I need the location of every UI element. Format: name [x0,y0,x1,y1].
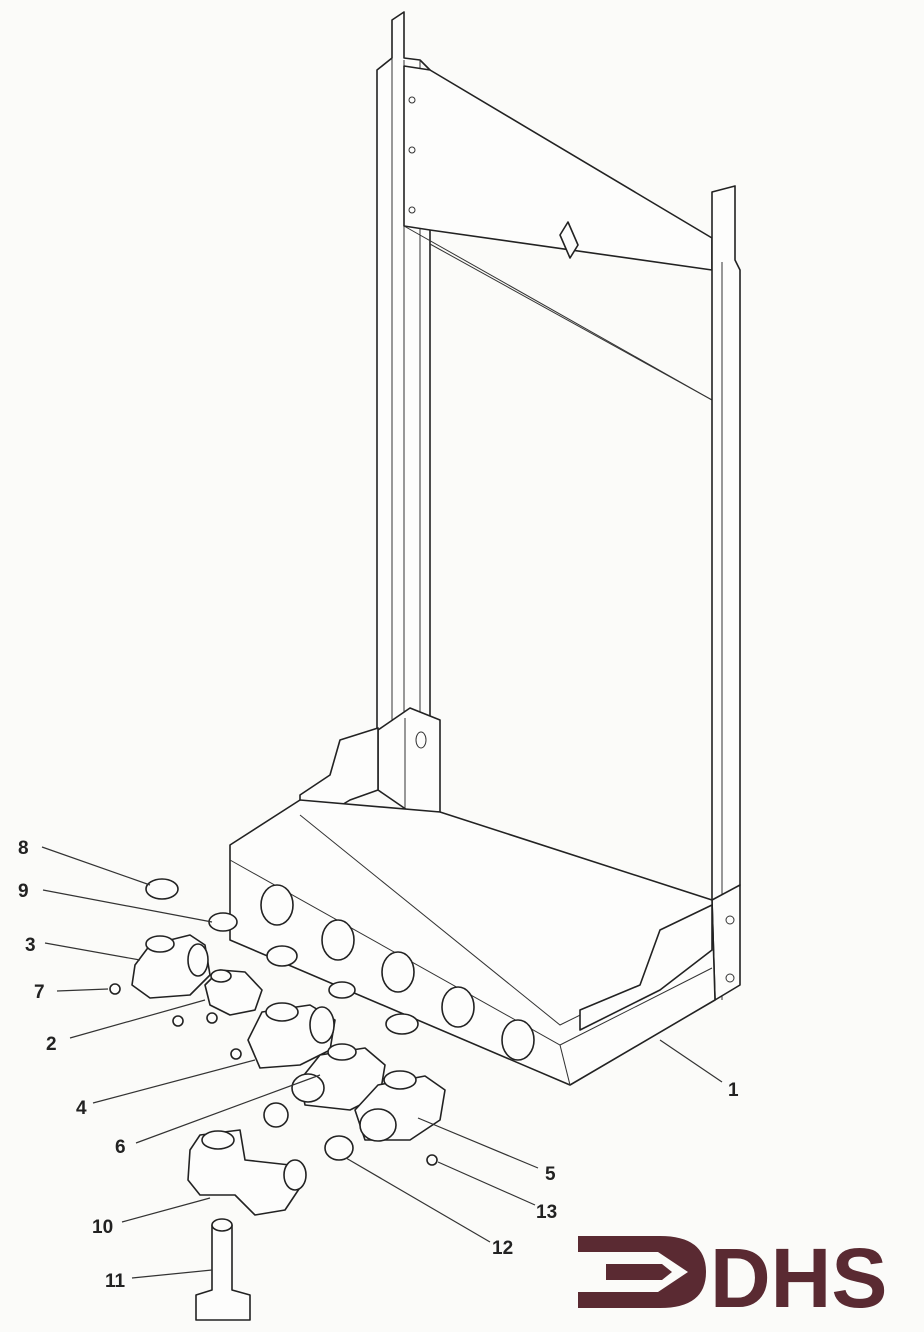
valve-part-2 [204,969,263,1016]
callout-labels: 1 2 3 4 5 6 7 8 9 10 11 12 13 [18,838,739,1292]
valve-part-6 [291,1043,386,1111]
valve-part-10 [187,1129,307,1216]
leader-lines [41,846,723,1279]
callout-1: 1 [728,1080,739,1101]
callout-12: 12 [492,1238,513,1259]
callout-2: 2 [46,1034,57,1055]
valve-part-3 [131,934,211,999]
screws [109,983,438,1166]
logo-text: DHS [710,1231,887,1325]
chassis-frame [229,11,741,1086]
callout-8: 8 [18,838,29,859]
dhs-arrow-logo-icon [578,1236,706,1308]
washers [145,878,419,1161]
valve-part-11 [195,1218,251,1321]
callout-5: 5 [545,1164,556,1185]
callout-9: 9 [18,881,29,902]
callout-7: 7 [34,982,45,1003]
callout-3: 3 [25,935,36,956]
callout-11: 11 [105,1271,126,1292]
callout-6: 6 [115,1137,126,1158]
callout-10: 10 [92,1217,113,1238]
valve-part-4 [247,1002,336,1069]
dhs-logo: DHS [578,1231,887,1325]
valve-part-5 [354,1070,446,1142]
callout-4: 4 [76,1098,87,1119]
callout-13: 13 [536,1202,557,1223]
